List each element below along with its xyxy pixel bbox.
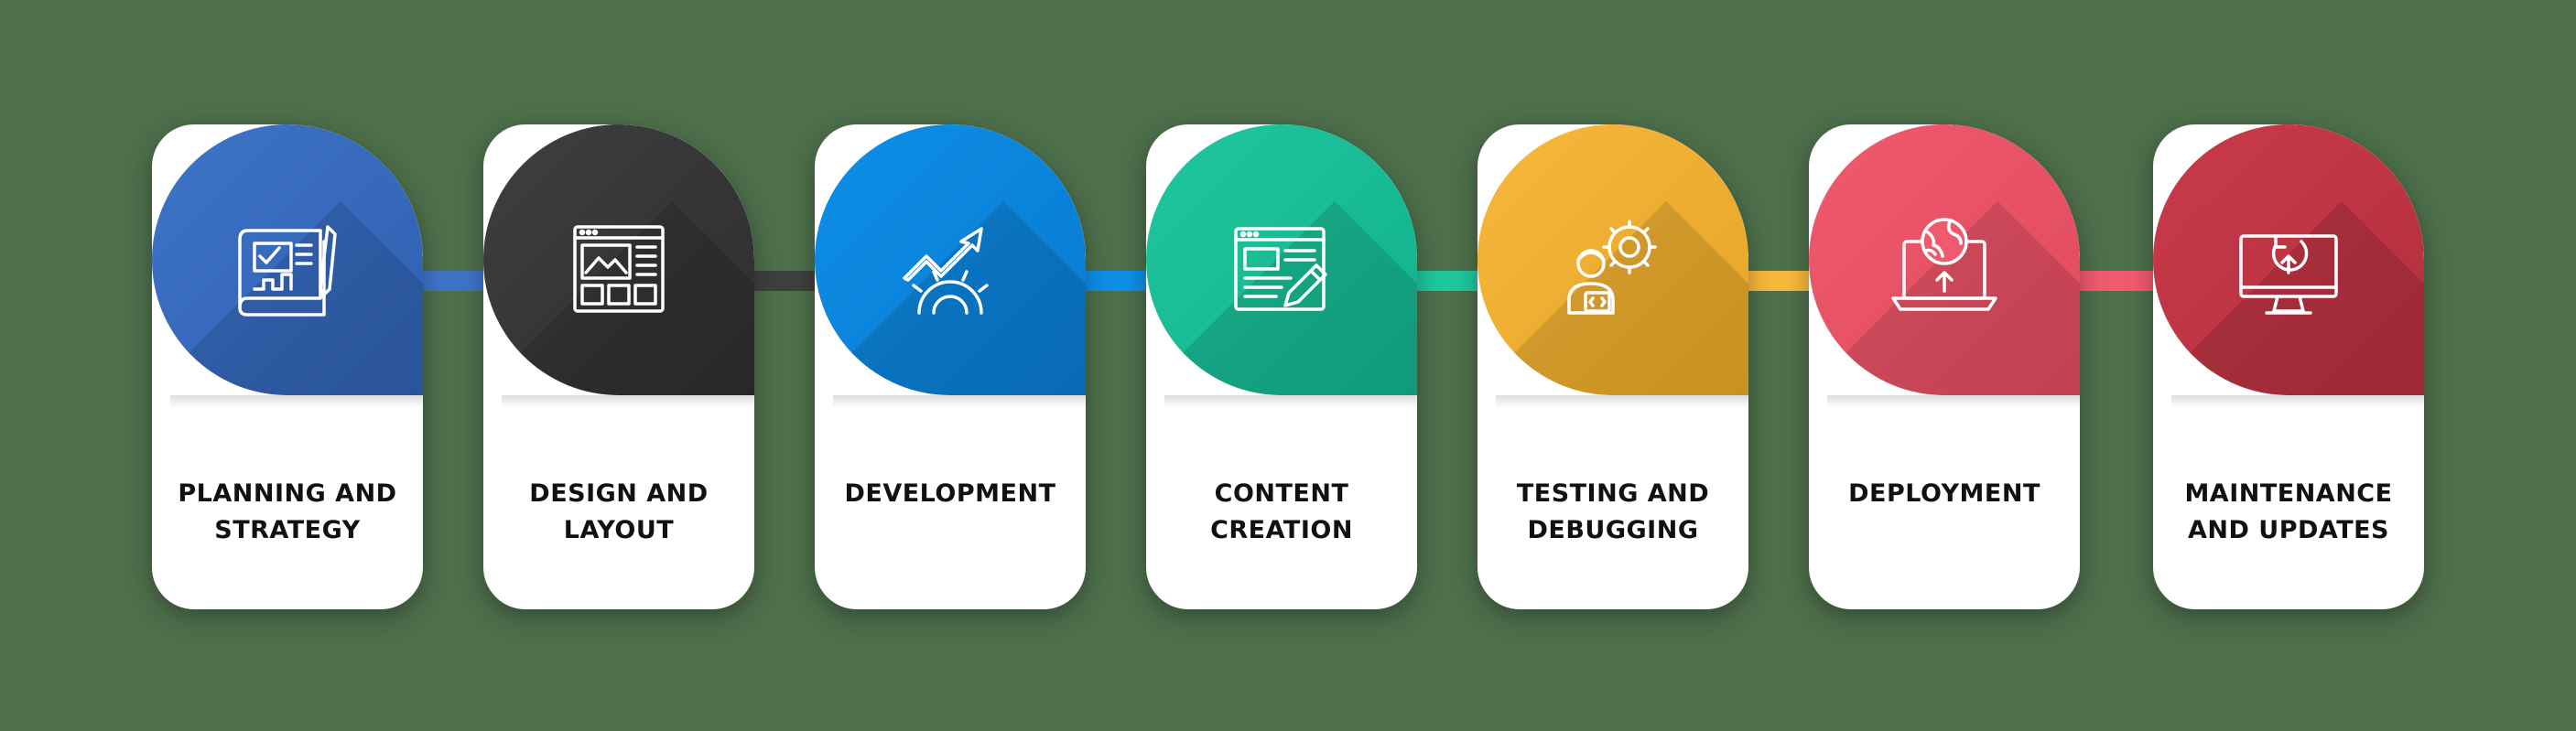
step-label: PLANNING AND STRATEGY — [178, 479, 397, 544]
step-label: MAINTENANCE AND UPDATES — [2184, 479, 2393, 544]
connector-5 — [1739, 271, 1825, 291]
step-card: DEVELOPMENT — [815, 124, 1086, 609]
step-planning-and-strategy: PLANNING AND STRATEGY — [152, 124, 423, 609]
web-layout-icon — [564, 214, 674, 324]
step-label: DEPLOYMENT — [1848, 479, 2040, 508]
content-edit-icon — [1227, 214, 1337, 324]
step-testing-and-debugging: TESTING AND DEBUGGING — [1477, 124, 1748, 609]
step-content-creation: CONTENT CREATION — [1146, 124, 1417, 609]
step-cap — [1146, 124, 1417, 395]
step-deployment: DEPLOYMENT — [1809, 124, 2080, 609]
step-card: CONTENT CREATION — [1146, 124, 1417, 609]
step-card: TESTING AND DEBUGGING — [1477, 124, 1748, 609]
step-card: MAINTENANCE AND UPDATES — [2153, 124, 2424, 609]
connector-2 — [745, 271, 831, 291]
connector-6 — [2071, 271, 2157, 291]
blueprint-plan-icon — [233, 214, 342, 324]
connector-3 — [1077, 271, 1163, 291]
step-cap — [152, 124, 423, 395]
monitor-update-icon — [2234, 214, 2343, 324]
step-label: DEVELOPMENT — [844, 479, 1056, 508]
connector-4 — [1408, 271, 1494, 291]
step-card: DEPLOYMENT — [1809, 124, 2080, 609]
step-label: CONTENT CREATION — [1210, 479, 1353, 544]
step-development: DEVELOPMENT — [815, 124, 1086, 609]
step-cap — [483, 124, 754, 395]
growth-gear-icon — [895, 214, 1005, 324]
step-label: DESIGN AND LAYOUT — [529, 479, 709, 544]
step-design-and-layout: DESIGN AND LAYOUT — [483, 124, 754, 609]
step-label: TESTING AND DEBUGGING — [1516, 479, 1710, 544]
step-maintenance-and-updates: MAINTENANCE AND UPDATES — [2153, 124, 2424, 609]
laptop-globe-upload-icon — [1889, 214, 1999, 324]
step-card: DESIGN AND LAYOUT — [483, 124, 754, 609]
step-card: PLANNING AND STRATEGY — [152, 124, 423, 609]
tester-gear-icon — [1558, 214, 1668, 324]
connector-1 — [414, 271, 500, 291]
